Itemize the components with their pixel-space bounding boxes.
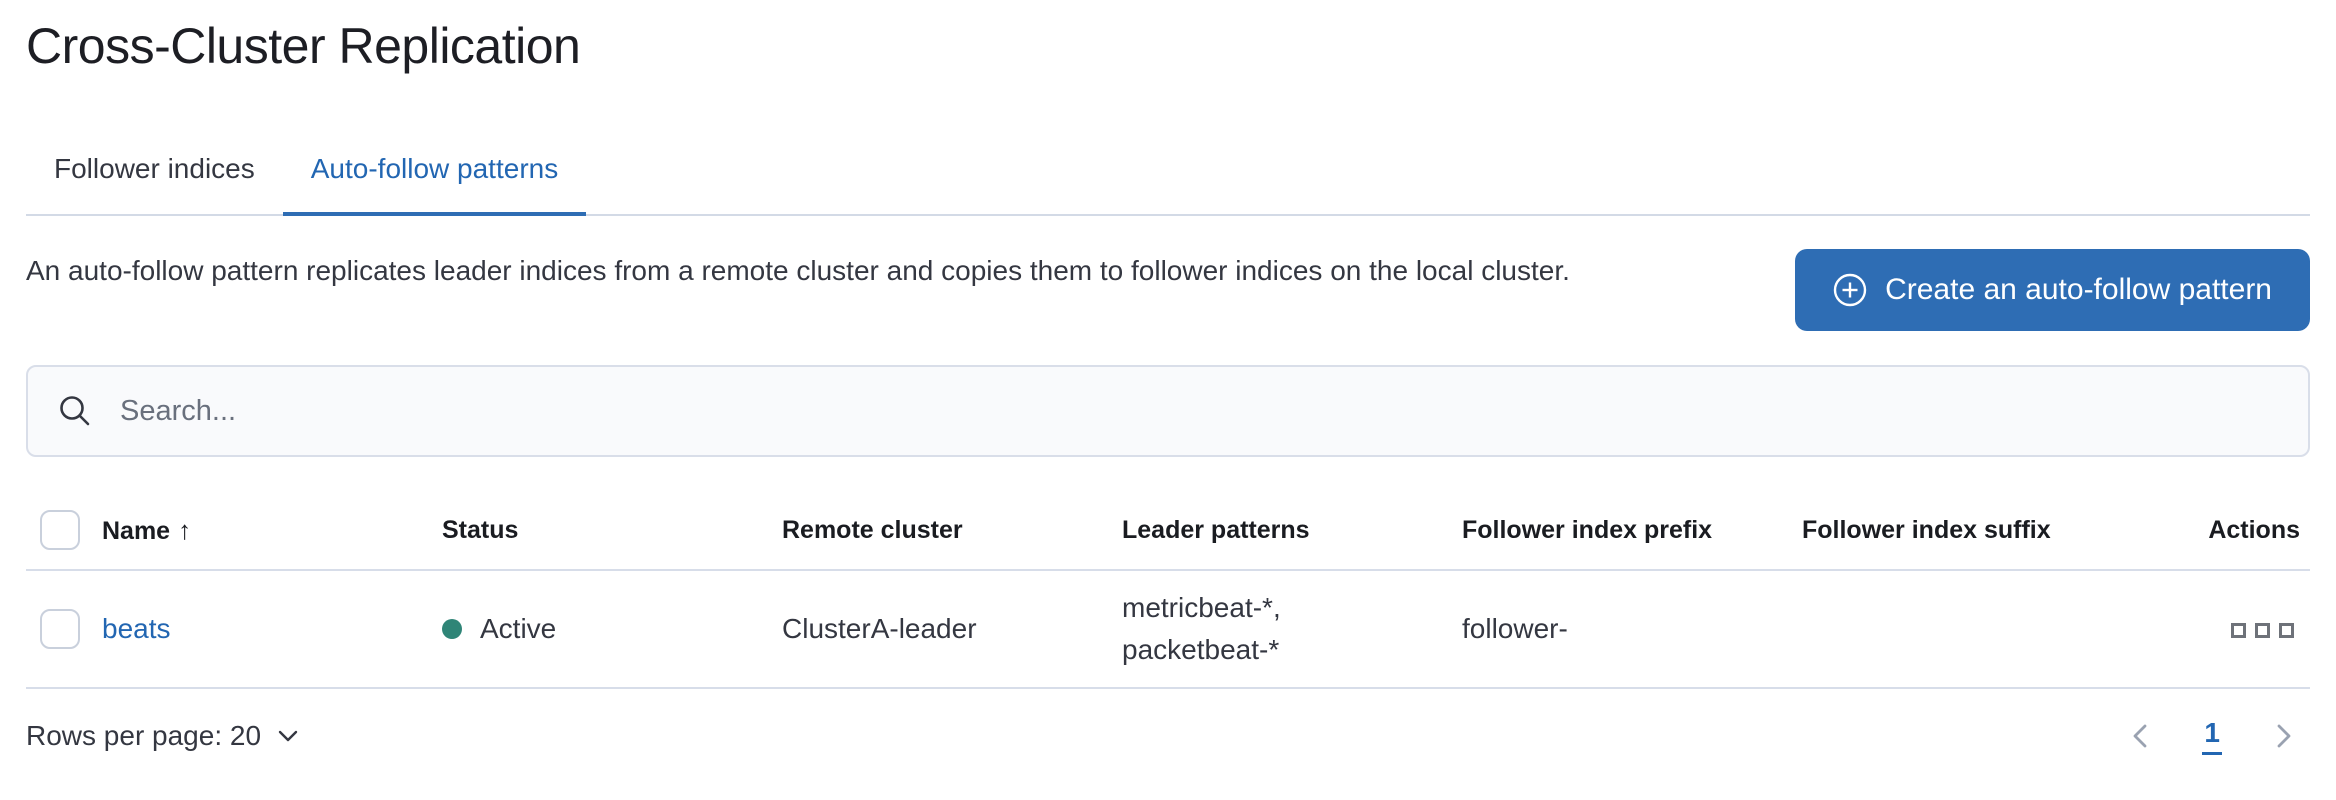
chevron-left-icon bbox=[2134, 724, 2147, 748]
rows-per-page-button[interactable]: Rows per page: 20 bbox=[26, 720, 301, 752]
previous-page-button[interactable] bbox=[2126, 721, 2156, 751]
column-header-name[interactable]: Name↑ bbox=[102, 514, 192, 545]
boxes-horizontal-icon bbox=[2231, 623, 2294, 638]
page-title: Cross-Cluster Replication bbox=[26, 18, 581, 74]
select-all-checkbox[interactable] bbox=[40, 510, 80, 550]
auto-follow-patterns-table: Name↑ Status Remote cluster Leader patte… bbox=[26, 491, 2310, 689]
plus-in-circle-icon bbox=[1833, 273, 1867, 307]
intro-row: An auto-follow pattern replicates leader… bbox=[26, 246, 2310, 331]
search-input[interactable] bbox=[118, 393, 2308, 429]
cross-cluster-replication-page: Cross-Cluster Replication Follower indic… bbox=[0, 16, 2336, 755]
cell-leader-patterns: metricbeat-*, packetbeat-* bbox=[1122, 592, 1281, 665]
chevron-down-icon bbox=[278, 730, 298, 742]
pagination: 1 bbox=[2126, 717, 2310, 755]
column-header-actions: Actions bbox=[2208, 515, 2300, 544]
create-auto-follow-pattern-button[interactable]: Create an auto-follow pattern bbox=[1795, 249, 2310, 331]
pattern-name-link[interactable]: beats bbox=[102, 613, 171, 644]
search-bar bbox=[26, 365, 2310, 457]
column-header-status: Status bbox=[442, 515, 519, 544]
column-header-leader-patterns: Leader patterns bbox=[1122, 515, 1310, 544]
tab-bar: Follower indices Auto-follow patterns bbox=[26, 134, 2310, 216]
next-page-button[interactable] bbox=[2268, 721, 2298, 751]
row-actions-button[interactable] bbox=[2225, 617, 2300, 644]
create-button-label: Create an auto-follow pattern bbox=[1885, 273, 2272, 306]
cell-follower-index-suffix bbox=[1802, 613, 2142, 645]
search-icon bbox=[60, 396, 90, 426]
cell-remote-cluster: ClusterA-leader bbox=[782, 613, 977, 644]
cell-name: beats bbox=[102, 592, 442, 666]
row-select-checkbox[interactable] bbox=[40, 609, 80, 649]
table-footer: Rows per page: 20 1 bbox=[26, 717, 2310, 755]
sort-ascending-icon: ↑ bbox=[178, 514, 192, 545]
page-number-1[interactable]: 1 bbox=[2202, 717, 2222, 755]
tab-follower-indices[interactable]: Follower indices bbox=[54, 153, 255, 184]
cell-status: Active bbox=[442, 592, 782, 666]
table-header-row: Name↑ Status Remote cluster Leader patte… bbox=[26, 491, 2310, 571]
page-description: An auto-follow pattern replicates leader… bbox=[26, 255, 1570, 286]
tab-auto-follow-patterns[interactable]: Auto-follow patterns bbox=[282, 134, 587, 216]
column-header-remote-cluster: Remote cluster bbox=[782, 515, 963, 544]
cell-actions bbox=[2142, 592, 2310, 666]
cell-follower-index-prefix: follower- bbox=[1462, 613, 1568, 644]
rows-per-page-label: Rows per page: 20 bbox=[26, 720, 262, 751]
chevron-right-icon bbox=[2277, 724, 2291, 748]
column-header-follower-index-suffix: Follower index suffix bbox=[1802, 515, 2051, 544]
status-active-dot-icon bbox=[442, 619, 462, 639]
column-header-follower-index-prefix: Follower index prefix bbox=[1462, 515, 1713, 544]
status-label: Active bbox=[480, 613, 557, 644]
header-checkbox-cell bbox=[26, 510, 102, 550]
table-row: beats Active ClusterA-leader metricbeat-… bbox=[26, 571, 2310, 689]
row-checkbox-cell bbox=[26, 609, 102, 649]
